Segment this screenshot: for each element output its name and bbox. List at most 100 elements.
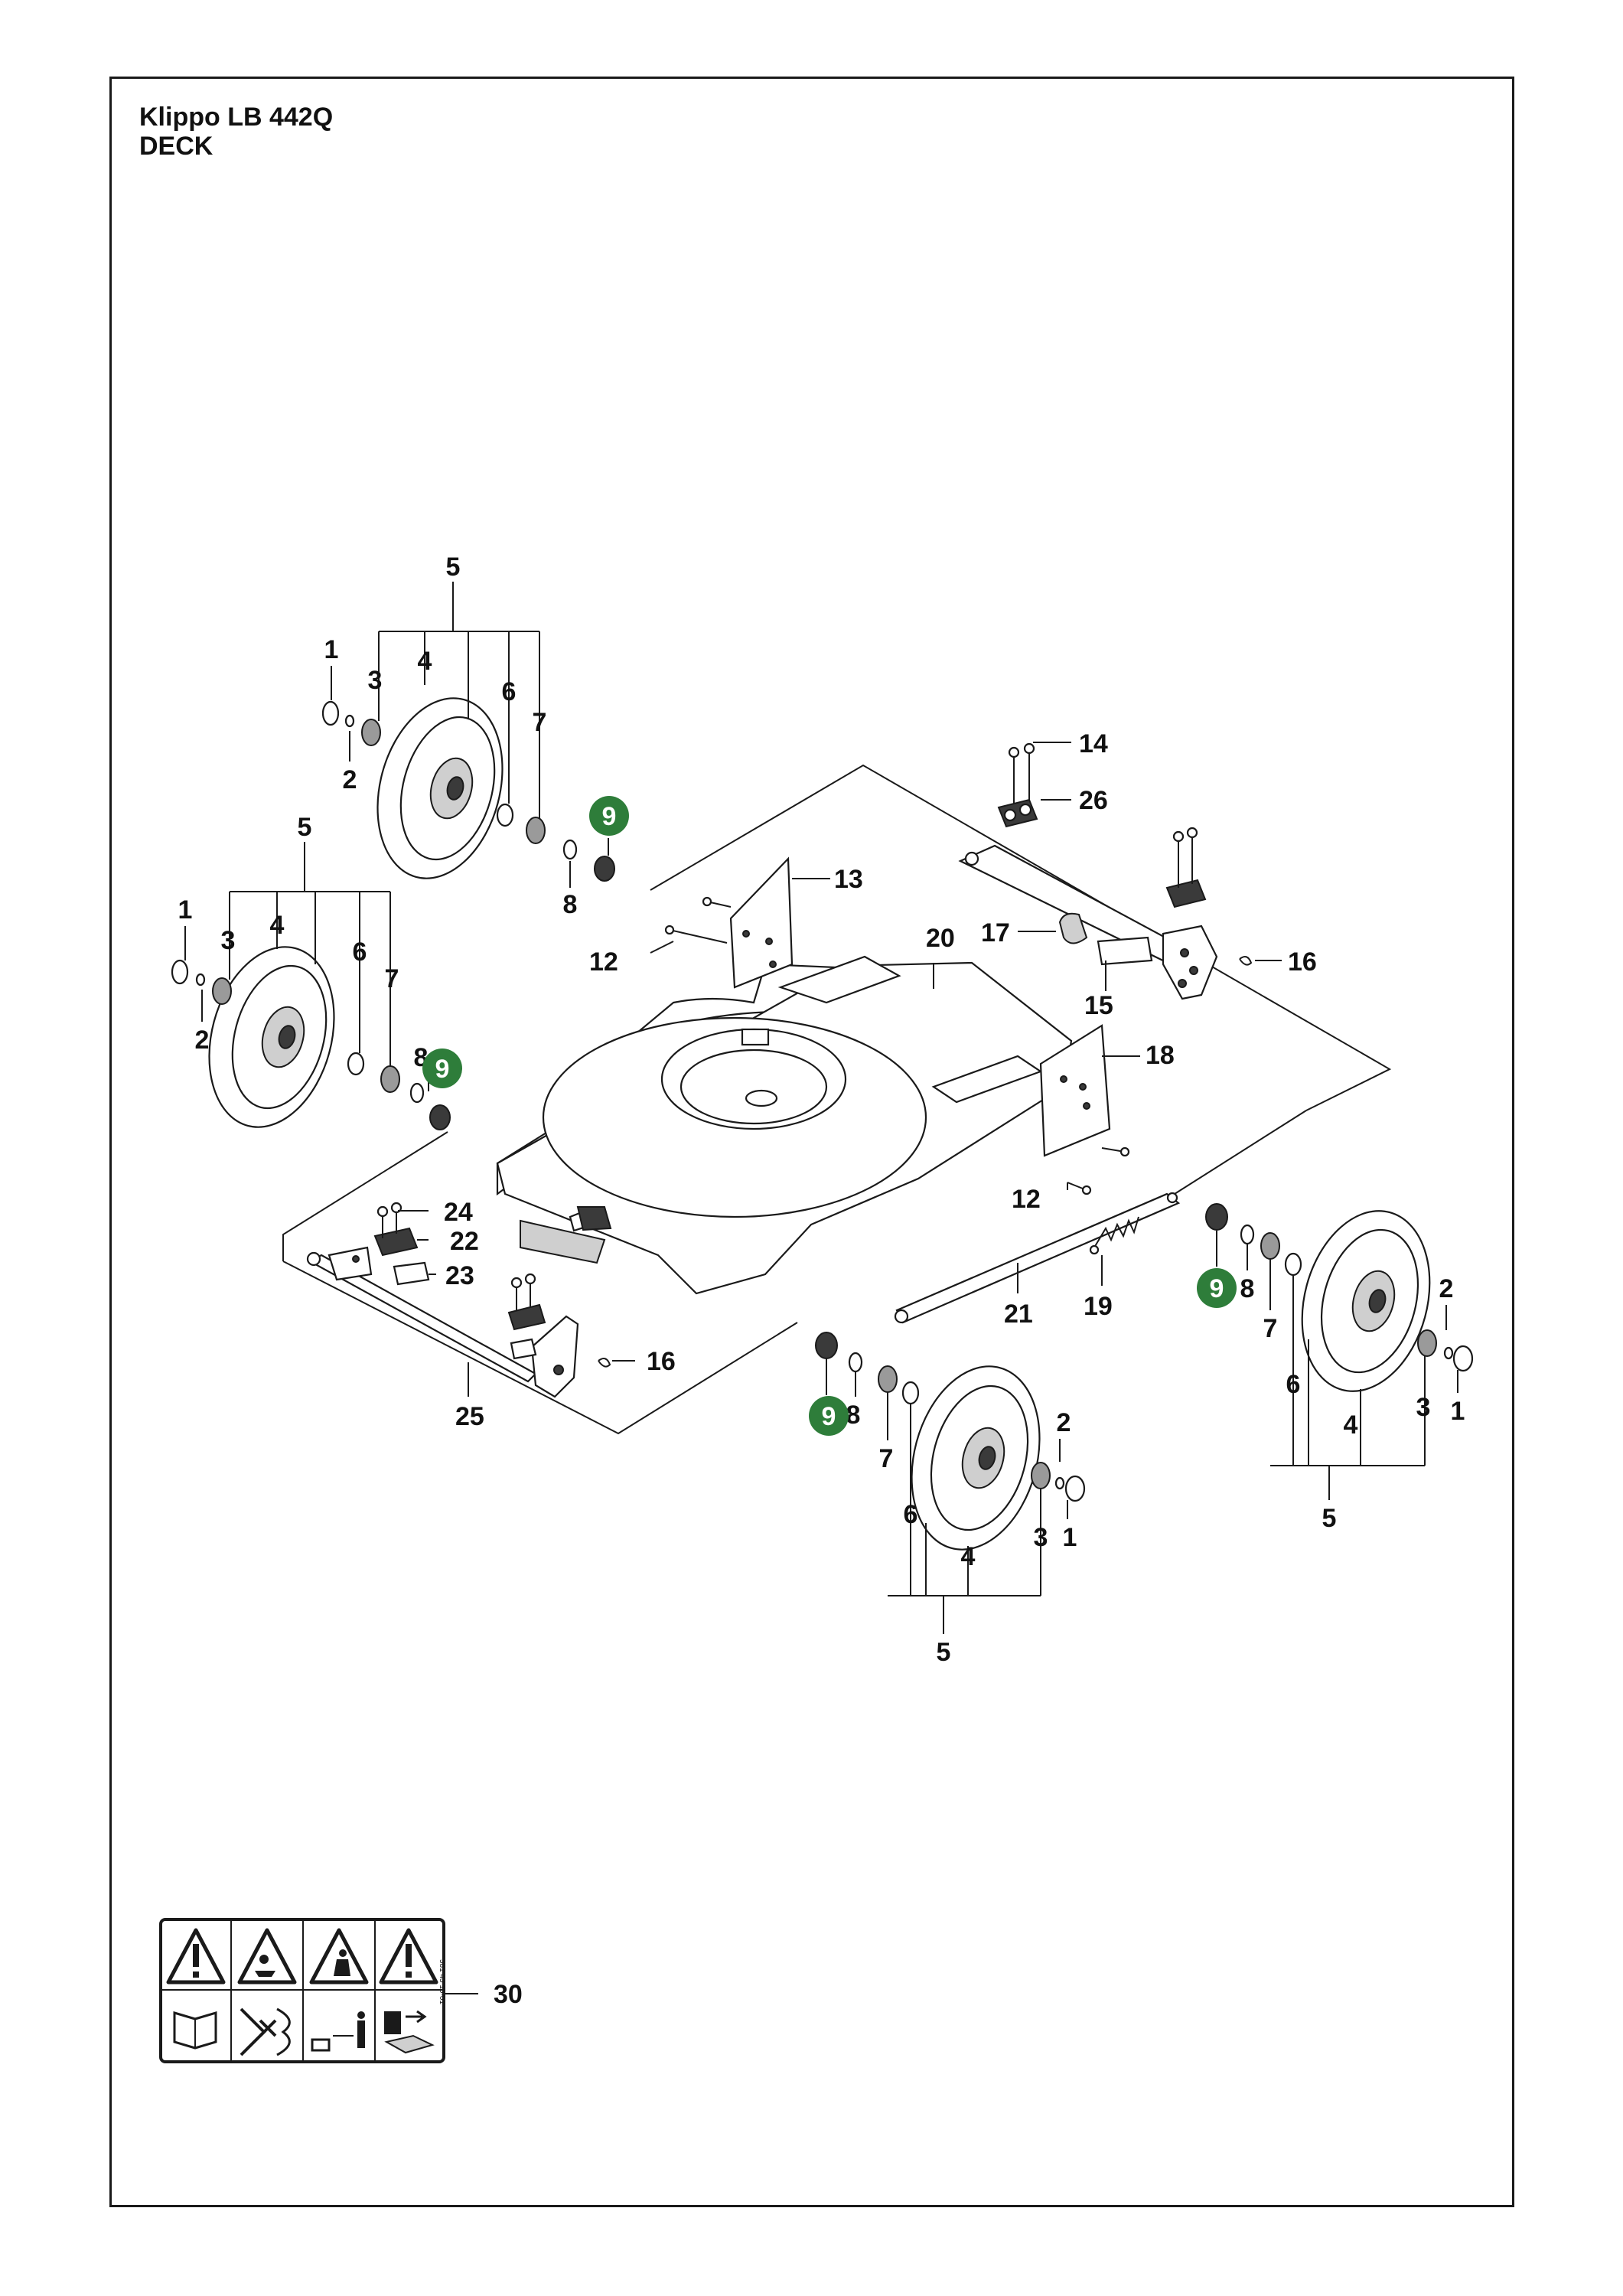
- disconnect-before-service-icon: [384, 2010, 435, 2054]
- wheel-rear-right-small-parts: [815, 1332, 1086, 1502]
- callout-5: 5: [298, 813, 312, 842]
- decal-code: 581 43 10-01: [438, 1959, 446, 2004]
- callout-4: 4: [270, 911, 285, 940]
- callout-7: 7: [385, 964, 399, 993]
- callout-6: 6: [353, 938, 367, 967]
- page-frame: [109, 77, 1514, 2207]
- screw-part-12-bottom: [1067, 1146, 1130, 1195]
- callout-22: 22: [450, 1227, 479, 1256]
- screw-part-24: [376, 1202, 402, 1238]
- wheel-rear-left-small-parts: [321, 700, 615, 882]
- callout-14: 14: [1079, 729, 1108, 758]
- deck-part-20: [496, 955, 1074, 1295]
- warning-icon: [166, 1928, 226, 1985]
- callout-3: 3: [1034, 1523, 1048, 1552]
- callout-8: 8: [563, 890, 578, 919]
- person-hazard-warning-icon: [309, 1928, 369, 1985]
- callout-20: 20: [926, 924, 955, 953]
- model-name: Klippo LB 442Q: [139, 103, 334, 132]
- clip-part-22: [373, 1227, 419, 1257]
- callout-17: 17: [981, 918, 1010, 947]
- thrown-object-warning-icon: [237, 1928, 297, 1985]
- front-adjust-assembly-part-25: [306, 1246, 579, 1398]
- warning-icon-2: [379, 1928, 438, 1985]
- badge-9-c: 9: [1197, 1268, 1237, 1308]
- callout-3: 3: [368, 666, 383, 695]
- callout-16: 16: [647, 1347, 676, 1376]
- callout-24: 24: [444, 1198, 473, 1227]
- callout-1: 1: [178, 895, 193, 925]
- wheel-front-right: [1301, 1210, 1431, 1392]
- callout-25: 25: [455, 1402, 484, 1431]
- callout-2: 2: [343, 765, 357, 794]
- badge-9-a: 9: [589, 796, 629, 836]
- callout-5: 5: [937, 1638, 951, 1667]
- callout-16: 16: [1288, 947, 1317, 977]
- screw-part-12-top: [664, 896, 732, 944]
- callout-2: 2: [195, 1026, 210, 1055]
- svg-text:9: 9: [435, 1055, 450, 1084]
- wheel-front-right-small-parts: [1205, 1203, 1474, 1372]
- callout-12: 12: [1012, 1185, 1041, 1214]
- badge-9-d: 9: [809, 1396, 849, 1436]
- callout-23: 23: [445, 1261, 474, 1290]
- assembly-outline-left: [282, 1131, 448, 1261]
- bracket-part-18: [1039, 1024, 1111, 1157]
- wheel-rear-left: [376, 697, 504, 879]
- callout-5: 5: [446, 553, 461, 582]
- callout-3: 3: [1416, 1393, 1431, 1422]
- clip-front-lower: [507, 1273, 546, 1360]
- callout-12: 12: [589, 947, 618, 977]
- callout-8: 8: [1240, 1274, 1255, 1303]
- front-axle-part-21: [894, 1192, 1181, 1324]
- callout-labels: 5 1 4 3 6 7 2 8 5 1 4 3 6 7 2 8 8 7 6 4 …: [178, 553, 1465, 2009]
- callout-4: 4: [961, 1542, 976, 1571]
- pin-part-16-bottom: [598, 1357, 611, 1368]
- wheel-front-left-small-parts: [171, 959, 451, 1130]
- clip-right-top: [1165, 827, 1207, 908]
- wheel-front-left: [208, 946, 335, 1128]
- bracket-part-13: [729, 856, 794, 989]
- clip-part-26: [997, 798, 1038, 828]
- assembly-outline-right: [1174, 1110, 1307, 1195]
- callout-5: 5: [1322, 1504, 1337, 1533]
- callout-4: 4: [1344, 1411, 1358, 1440]
- safety-decal-part-30: 581 43 10-01: [159, 1918, 446, 2063]
- read-manual-icon: [173, 2011, 217, 2050]
- rear-axle-assembly: [958, 844, 1218, 1000]
- page-title: Klippo LB 442Q DECK: [139, 103, 333, 161]
- spring-part-19: [1089, 1216, 1139, 1255]
- section-name: DECK: [139, 132, 213, 161]
- badge-9-b: 9: [422, 1049, 462, 1088]
- callout-7: 7: [1263, 1314, 1278, 1343]
- callout-30: 30: [494, 1980, 523, 2009]
- callout-8: 8: [846, 1401, 861, 1430]
- callout-1: 1: [324, 635, 339, 664]
- callout-7: 7: [533, 708, 547, 737]
- callout-7: 7: [879, 1444, 894, 1473]
- callout-1: 1: [1063, 1523, 1077, 1552]
- svg-text:9: 9: [822, 1402, 836, 1431]
- svg-text:9: 9: [1210, 1274, 1224, 1303]
- svg-text:9: 9: [602, 802, 617, 831]
- callout-15: 15: [1084, 991, 1113, 1020]
- screw-part-14: [1008, 742, 1035, 804]
- pin-part-16-top: [1239, 955, 1253, 966]
- callout-21: 21: [1004, 1300, 1033, 1329]
- callout-19: 19: [1084, 1292, 1113, 1321]
- keep-distance-icon: [311, 2011, 365, 2052]
- callout-13: 13: [834, 865, 863, 894]
- blade-hazard-icon: [240, 2007, 291, 2056]
- callout-1: 1: [1451, 1397, 1465, 1426]
- callout-2: 2: [1057, 1408, 1071, 1437]
- stud-part-23: [393, 1261, 430, 1286]
- callout-18: 18: [1146, 1041, 1175, 1070]
- assembly-outline-bottom: [282, 1261, 798, 1435]
- callout-2: 2: [1439, 1274, 1454, 1303]
- callout-6: 6: [1286, 1370, 1301, 1399]
- leader-lines: [184, 582, 1458, 1994]
- wheel-rear-right: [911, 1365, 1041, 1551]
- callout-6: 6: [502, 677, 517, 706]
- callout-4: 4: [418, 647, 432, 676]
